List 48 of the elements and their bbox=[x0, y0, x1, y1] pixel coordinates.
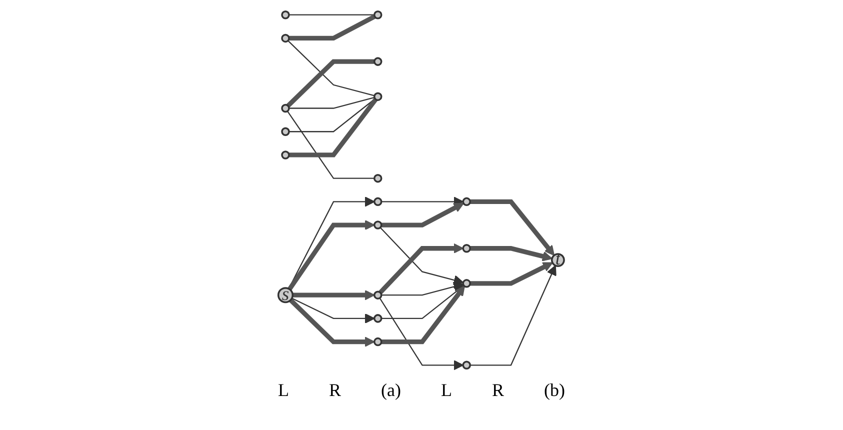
node-circle bbox=[462, 197, 472, 206]
node-circle bbox=[281, 10, 290, 20]
label-text: R bbox=[492, 380, 504, 401]
arrow bbox=[380, 227, 464, 286]
connector bbox=[289, 98, 378, 158]
arrow bbox=[292, 298, 376, 324]
connector bbox=[289, 14, 375, 16]
node-circle bbox=[374, 57, 383, 66]
arrow bbox=[470, 199, 555, 256]
arrow bbox=[288, 220, 376, 291]
arrow bbox=[378, 243, 464, 294]
arrow bbox=[382, 286, 466, 344]
node-circle bbox=[281, 127, 290, 136]
node-circle bbox=[281, 150, 290, 160]
arrow bbox=[289, 298, 376, 347]
node-circle bbox=[374, 92, 383, 101]
label-text: L bbox=[278, 380, 289, 401]
label-text: (b) bbox=[544, 380, 565, 401]
arrow bbox=[382, 282, 464, 296]
connector bbox=[287, 110, 375, 179]
node-circle bbox=[374, 197, 383, 206]
node-circle bbox=[281, 34, 290, 43]
arrow bbox=[380, 298, 464, 370]
node-circle bbox=[462, 279, 472, 288]
label-text: (a) bbox=[381, 380, 401, 401]
node-circle bbox=[462, 360, 472, 370]
arrow bbox=[470, 262, 554, 286]
arrow bbox=[382, 285, 465, 320]
node-circle bbox=[374, 337, 383, 346]
node-circle bbox=[281, 104, 290, 113]
arrow bbox=[470, 246, 553, 262]
node-circle bbox=[374, 174, 383, 183]
node-circle bbox=[462, 244, 472, 253]
connector bbox=[286, 59, 375, 108]
node-circle bbox=[374, 314, 383, 323]
node-circle bbox=[374, 10, 383, 20]
arrow bbox=[470, 265, 557, 366]
label-text: L bbox=[440, 380, 452, 401]
connector bbox=[289, 14, 376, 41]
arrow bbox=[292, 290, 376, 300]
node-circle bbox=[374, 290, 383, 300]
node-circle: s bbox=[278, 287, 294, 304]
node-circle: t bbox=[551, 253, 566, 268]
label-text: R bbox=[328, 380, 341, 401]
connector bbox=[289, 96, 375, 109]
arrow bbox=[382, 202, 464, 228]
connector bbox=[288, 40, 375, 96]
node-circle bbox=[374, 220, 383, 230]
